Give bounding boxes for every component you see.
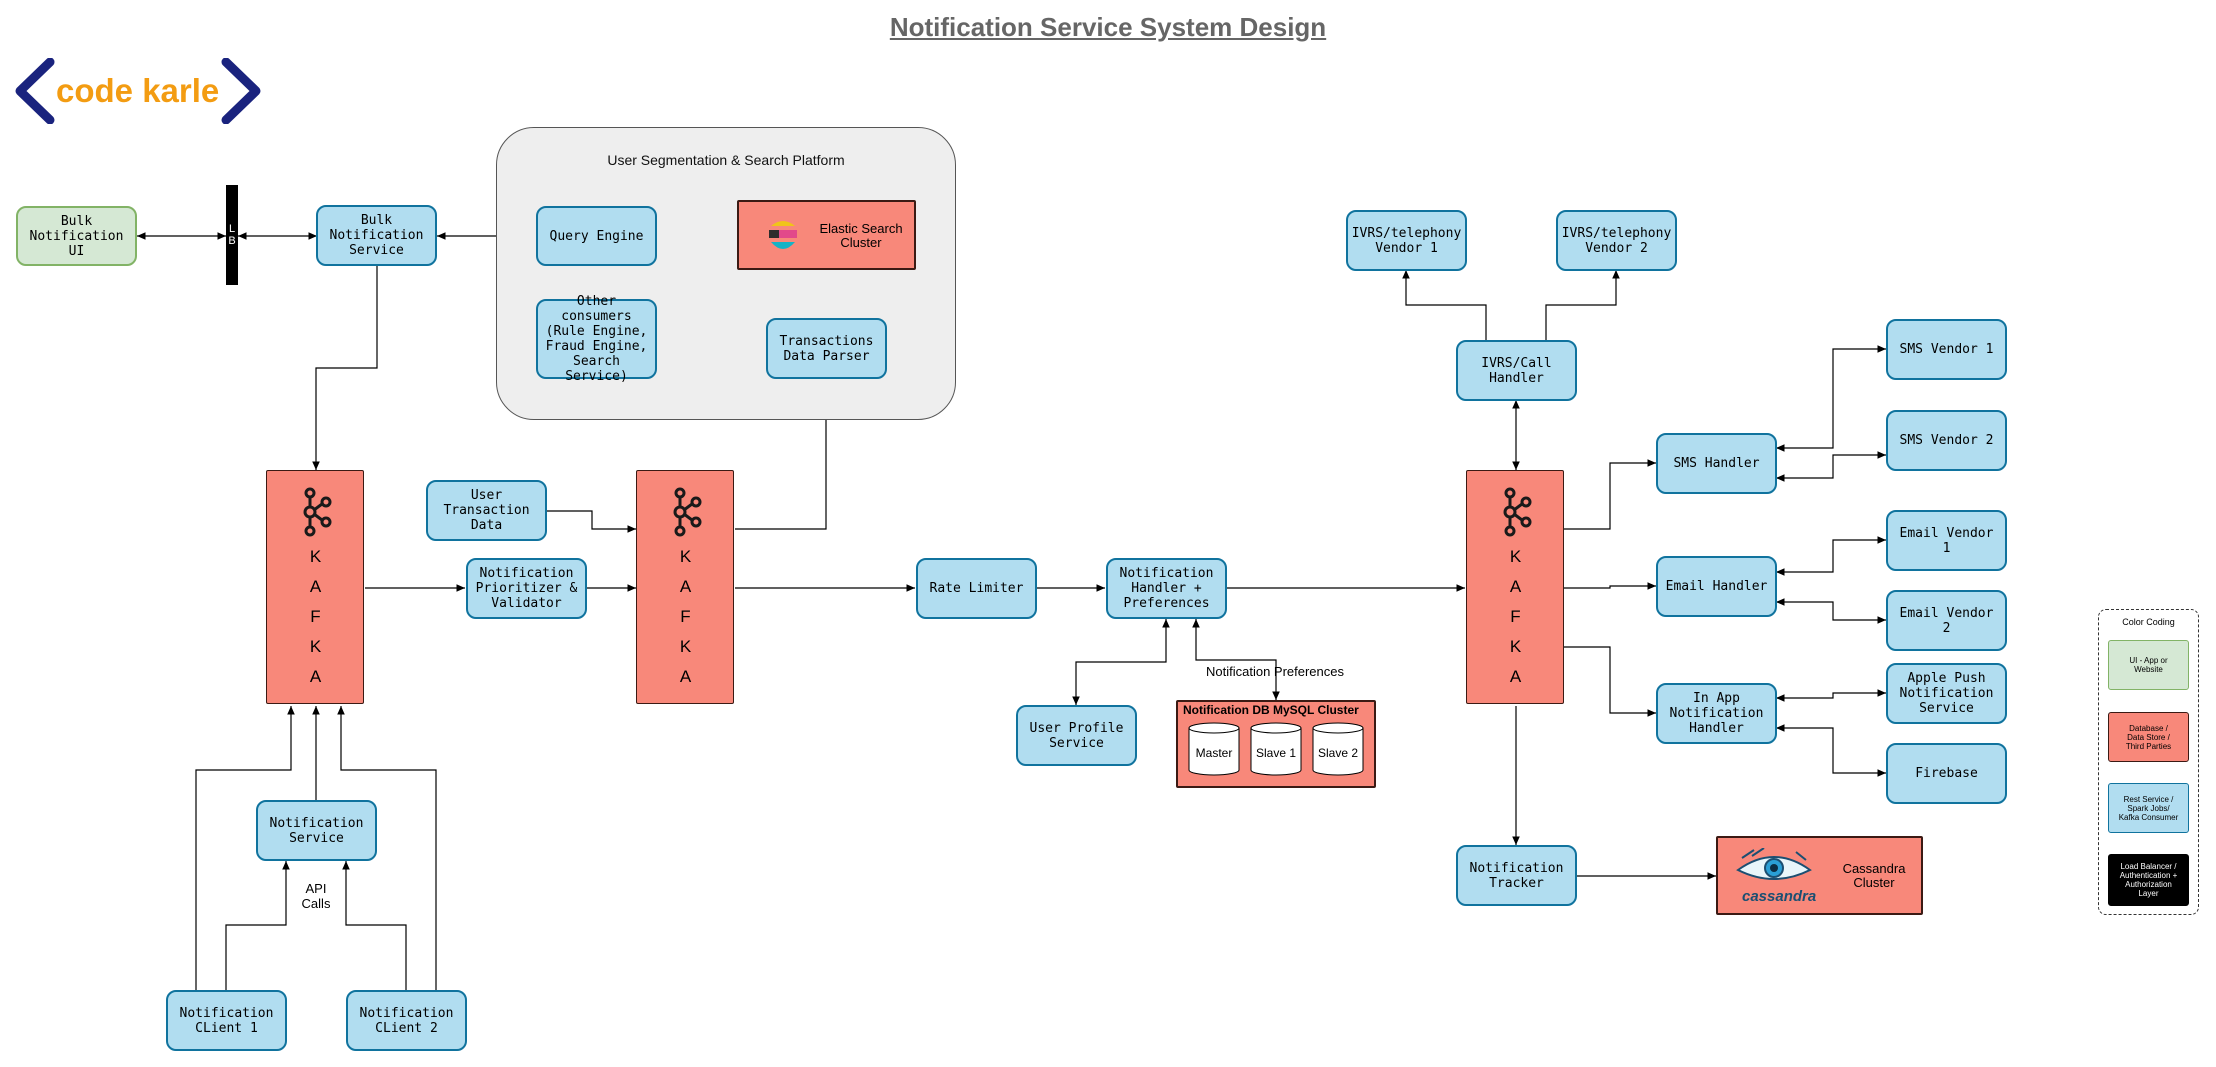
kafka-2[interactable]: K A F K A [636, 470, 734, 704]
edge-client2-ns [342, 861, 407, 990]
kafka-letter: A [679, 577, 693, 596]
kafka-letter: A [679, 667, 693, 686]
elastic-search-cluster[interactable]: Elastic Search Cluster [737, 200, 916, 270]
apple-push-notification-service[interactable]: Apple Push Notification Service [1886, 663, 2007, 724]
edge-kafka3-email [1564, 582, 1656, 590]
page-title: Notification Service System Design [889, 12, 1327, 42]
edge-client1-ns [225, 861, 290, 990]
email-vendor-1[interactable]: Email Vendor 1 [1886, 510, 2007, 571]
other-consumers[interactable]: Other consumers (Rule Engine, Fraud Engi… [536, 294, 657, 384]
kafka-letter: A [1509, 667, 1523, 686]
lb-letter-l: L [228, 223, 236, 235]
in-app-notification-handler[interactable]: In App Notification Handler [1656, 683, 1777, 744]
edge-email-v1 [1776, 536, 1886, 576]
lb-letter-b: B [228, 235, 236, 247]
api-calls-label: API Calls [301, 881, 331, 911]
email-handler[interactable]: Email Handler [1656, 556, 1777, 617]
edge-inapp-firebase [1776, 724, 1886, 777]
edge-sms-v2 [1776, 451, 1886, 482]
mysql-cluster-title: Notification DB MySQL Cluster [1183, 703, 1359, 717]
db-slave2-label: Slave 2 [1317, 746, 1359, 760]
db-cylinder-slave2 [1312, 728, 1364, 776]
cassandra-eye-icon [1736, 848, 1812, 880]
edge-ivrs-v2 [1545, 270, 1620, 340]
ivrs-vendor-1[interactable]: IVRS/telephony Vendor 1 [1346, 210, 1467, 271]
kafka-logo-icon [673, 487, 702, 537]
kafka-letter: K [1509, 547, 1523, 566]
edge-kafka2-parser [735, 379, 830, 530]
kafka-1[interactable]: K A F K A [266, 470, 364, 704]
bulk-notification-service[interactable]: Bulk Notification Service [316, 205, 437, 266]
query-engine[interactable]: Query Engine [536, 206, 657, 266]
db-cylinder-master [1188, 728, 1240, 776]
notification-client-1[interactable]: Notification CLient 1 [166, 990, 287, 1051]
kafka-letter: K [679, 637, 693, 656]
sms-vendor-2[interactable]: SMS Vendor 2 [1886, 410, 2007, 471]
edge-client2-kafka1 [337, 706, 437, 990]
edge-handler-mysql [1192, 619, 1280, 700]
edge-client1-kafka1 [195, 706, 295, 990]
notification-prioritizer[interactable]: Notification Prioritizer & Validator [466, 558, 587, 619]
db-master-label: Master [1195, 746, 1233, 760]
edge-kafka3-inapp [1564, 646, 1656, 717]
kafka-letter: K [679, 547, 693, 566]
notification-handler-preferences[interactable]: Notification Handler + Preferences [1106, 558, 1227, 619]
legend-lb: Load Balancer / Authentication + Authori… [2108, 854, 2189, 906]
email-vendor-2[interactable]: Email Vendor 2 [1886, 590, 2007, 651]
kafka-letter: K [309, 547, 323, 566]
sms-vendor-1[interactable]: SMS Vendor 1 [1886, 319, 2007, 380]
cassandra-cluster[interactable]: cassandra Cassandra Cluster [1716, 836, 1923, 915]
notification-tracker[interactable]: Notification Tracker [1456, 845, 1577, 906]
rate-limiter[interactable]: Rate Limiter [916, 558, 1037, 619]
kafka-logo-icon [303, 487, 332, 537]
elastic-label: Elastic Search Cluster [819, 221, 903, 250]
edge-handler-profile [1072, 619, 1170, 705]
db-slave1-label: Slave 1 [1255, 746, 1297, 760]
kafka-logo-icon [1503, 487, 1532, 537]
kafka-letter: K [309, 637, 323, 656]
notification-client-2[interactable]: Notification CLient 2 [346, 990, 467, 1051]
legend-service: Rest Service / Spark Jobs/ Kafka Consume… [2108, 783, 2189, 833]
sms-handler[interactable]: SMS Handler [1656, 433, 1777, 494]
cassandra-label: Cassandra Cluster [1842, 861, 1906, 890]
kafka-letter: F [1510, 607, 1522, 626]
logo-text: code karle [56, 72, 220, 109]
db-cylinders [1188, 722, 1364, 776]
edge-ivrs-v1 [1402, 270, 1487, 340]
db-cylinder-slave1 [1250, 728, 1302, 776]
kafka-letter: K [1509, 637, 1523, 656]
kafka-letter: A [309, 577, 323, 596]
user-transaction-data[interactable]: User Transaction Data [426, 480, 547, 541]
edge-bulk-kafka1 [312, 266, 378, 470]
edge-sms-v1 [1776, 345, 1886, 452]
ivrs-vendor-2[interactable]: IVRS/telephony Vendor 2 [1556, 210, 1677, 271]
notification-service[interactable]: Notification Service [256, 800, 377, 861]
legend-title: Color Coding [2122, 617, 2175, 627]
legend-ui: UI - App or Website [2108, 640, 2189, 690]
logo-brackets-icon [15, 58, 261, 124]
bulk-notification-ui[interactable]: Bulk Notification UI [16, 206, 137, 266]
edge-email-v2 [1776, 598, 1886, 624]
user-profile-service[interactable]: User Profile Service [1016, 705, 1137, 766]
notification-preferences-label: Notification Preferences [1205, 664, 1344, 679]
cassandra-logo-text: cassandra [1742, 888, 1817, 905]
edge-utd-kafka2 [547, 510, 636, 533]
ivrs-call-handler[interactable]: IVRS/Call Handler [1456, 340, 1577, 401]
load-balancer: L B [226, 185, 238, 285]
edge-inapp-apple [1776, 689, 1886, 702]
kafka-3[interactable]: K A F K A [1466, 470, 1564, 704]
transactions-data-parser[interactable]: Transactions Data Parser [766, 318, 887, 379]
elastic-logo-icon [769, 221, 797, 249]
firebase[interactable]: Firebase [1886, 743, 2007, 804]
kafka-letter: A [309, 667, 323, 686]
platform-label: User Segmentation & Search Platform [607, 152, 845, 168]
kafka-letter: F [310, 607, 322, 626]
edge-kafka3-sms [1564, 459, 1656, 530]
kafka-letter: A [1509, 577, 1523, 596]
kafka-letter: F [680, 607, 692, 626]
legend-database: Database / Data Store / Third Parties [2108, 712, 2189, 762]
